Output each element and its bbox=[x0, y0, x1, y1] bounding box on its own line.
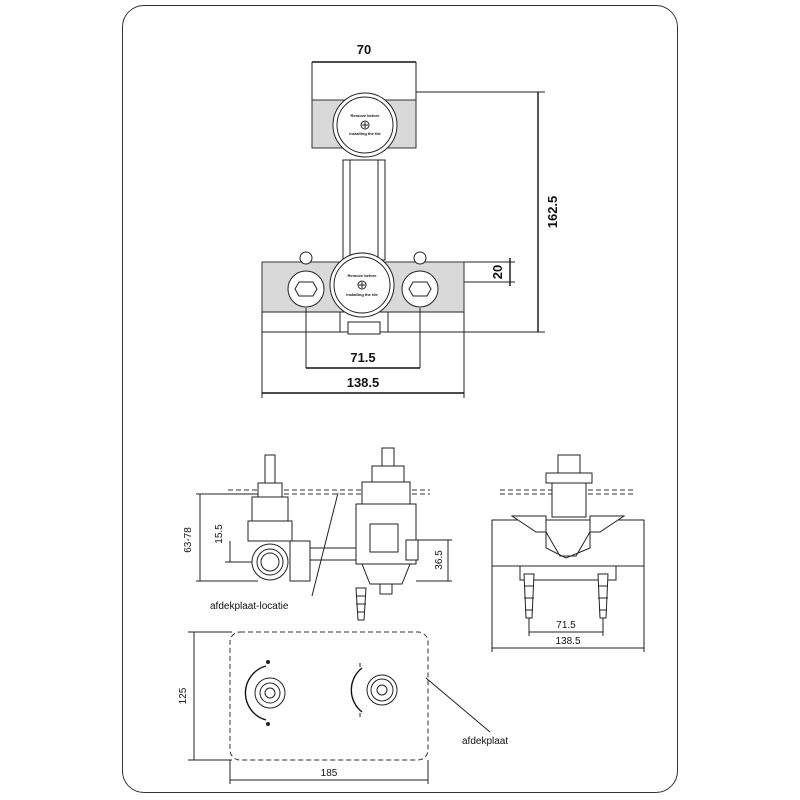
front-dim-71-5: 71.5 bbox=[556, 620, 576, 631]
left-control-knob bbox=[254, 677, 286, 709]
dim-185: 185 bbox=[321, 768, 338, 779]
dim-125: 125 bbox=[178, 687, 189, 704]
label-cover-location: afdekplaat-locatie bbox=[210, 601, 289, 612]
front-view: 71.5 138.5 bbox=[491, 454, 645, 652]
right-knob bbox=[401, 270, 439, 308]
cover-plate-outline bbox=[229, 631, 429, 761]
front-dim-138-5: 138.5 bbox=[555, 636, 580, 647]
cover-plate-leader bbox=[425, 677, 491, 733]
dim-63-78: 63-78 bbox=[183, 527, 194, 553]
right-knob-lug bbox=[413, 251, 427, 265]
cover-location-leader bbox=[311, 492, 339, 597]
dim-138-5: 138.5 bbox=[347, 375, 380, 390]
label-cover-plate: afdekplaat bbox=[462, 736, 508, 747]
front-body bbox=[491, 519, 645, 567]
left-control-arc bbox=[244, 665, 267, 721]
drawing-frame bbox=[122, 5, 678, 793]
dim-20: 20 bbox=[490, 265, 505, 279]
top-view: Remove before installing the tile Remove… bbox=[261, 42, 560, 398]
dim-162-5: 162.5 bbox=[545, 196, 560, 229]
upper-cap-text-2: installing the tile bbox=[349, 131, 381, 136]
left-knob bbox=[287, 270, 325, 308]
vertical-pipe bbox=[342, 159, 386, 261]
lower-cap-text-2: installing the tile bbox=[346, 292, 378, 297]
lower-cap-text-1: Remove before bbox=[348, 273, 378, 278]
right-control-arc bbox=[350, 667, 363, 713]
cover-plate-view: 125 185 afdekplaat bbox=[178, 631, 508, 784]
dim-15-5: 15.5 bbox=[214, 524, 225, 544]
left-knob-lug bbox=[299, 251, 313, 265]
dim-36-5: 36.5 bbox=[434, 550, 445, 570]
dim-70: 70 bbox=[357, 42, 371, 57]
side-view: 63-78 15.5 36.5 afdekplaat-locatie bbox=[183, 447, 452, 621]
upper-cap-text-1: Remove before bbox=[351, 113, 381, 118]
dim-71-5: 71.5 bbox=[350, 350, 375, 365]
